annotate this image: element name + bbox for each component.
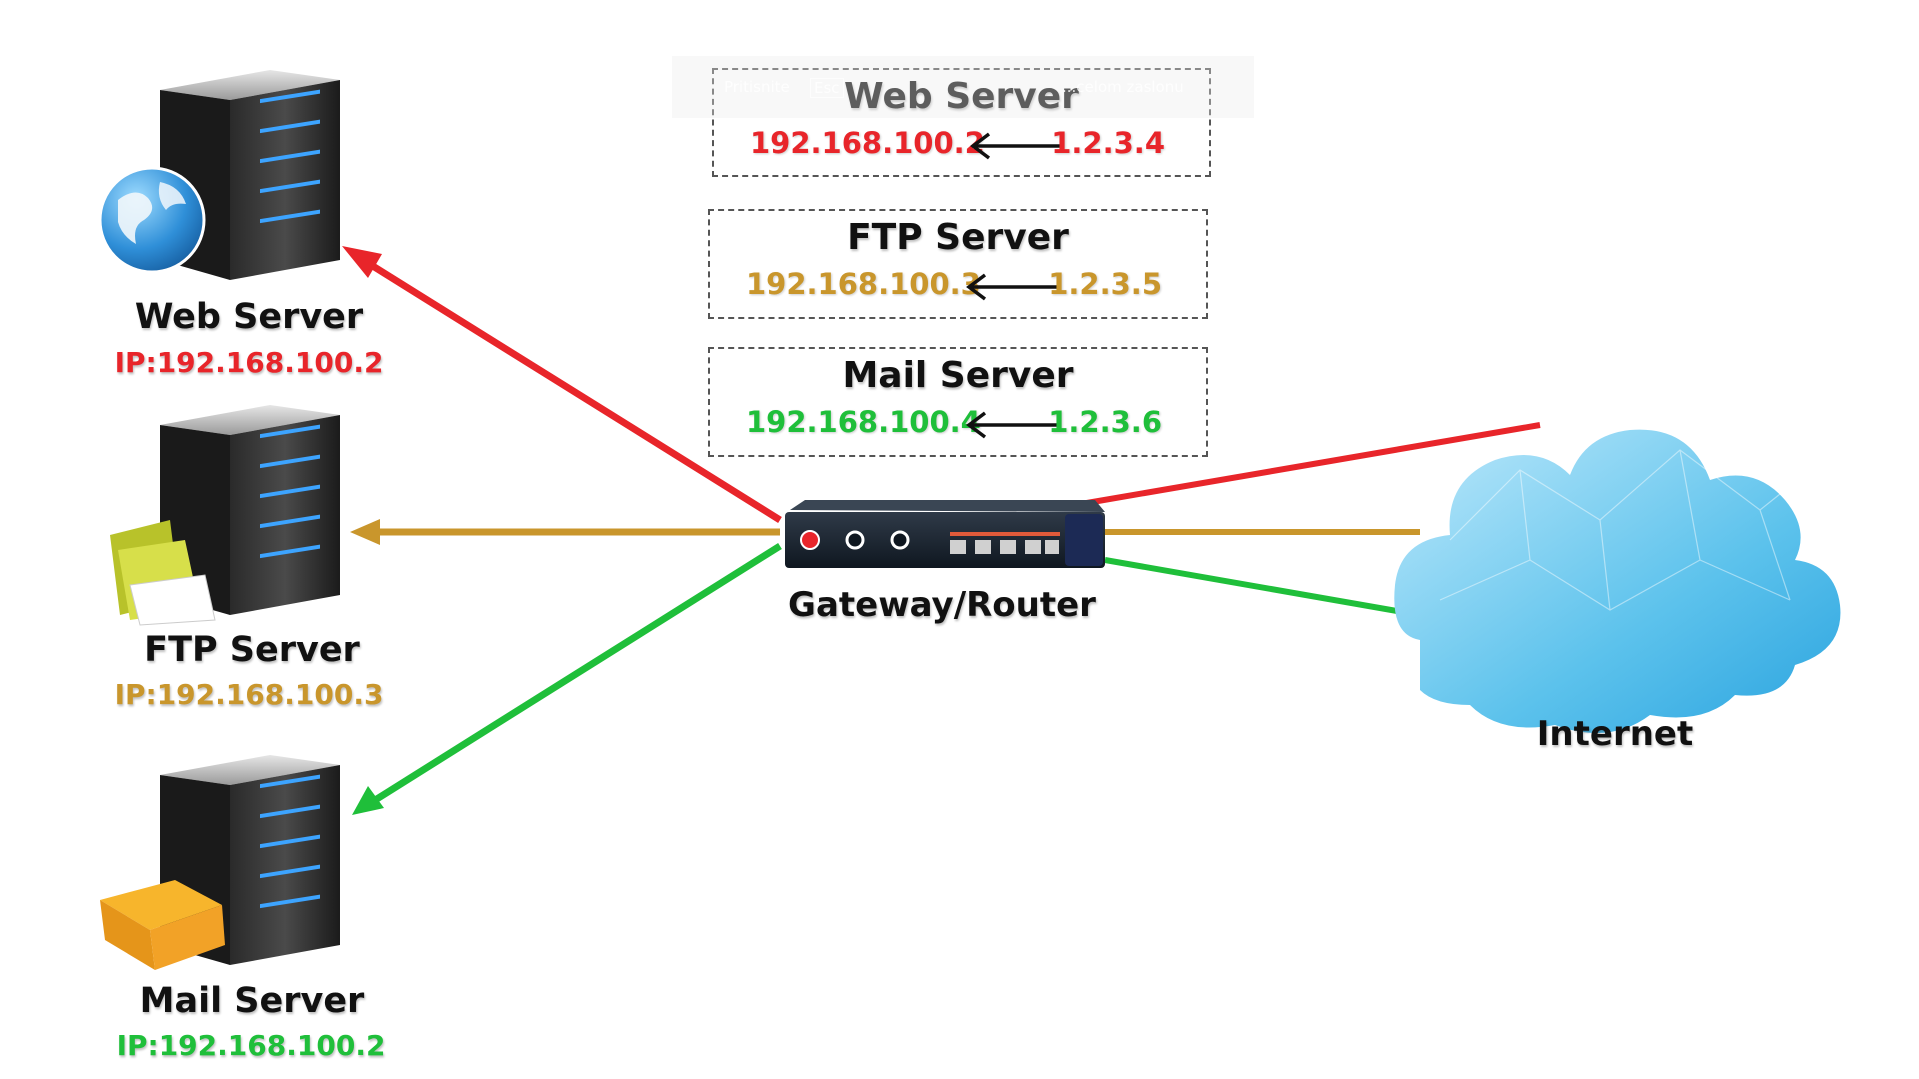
nat-private-ip: 192.168.100.2 bbox=[750, 126, 985, 160]
nat-mapping-title: FTP Server bbox=[847, 217, 1069, 258]
server-web-icon bbox=[160, 70, 340, 280]
arrow-left-icon bbox=[966, 273, 1057, 301]
fullscreen-hint: Pritisnite Esc ...celom zaslonu bbox=[672, 56, 1254, 118]
nat-mapping-title: Web Server bbox=[844, 76, 1079, 117]
router-label: Gateway/Router bbox=[788, 585, 1096, 625]
esc-key: Esc bbox=[810, 78, 844, 98]
server-mail-title: Mail Server bbox=[139, 981, 365, 1021]
link-internet-web bbox=[1074, 422, 1541, 508]
arrow-left-icon bbox=[970, 132, 1061, 160]
nat-private-ip: 192.168.100.4 bbox=[746, 405, 981, 439]
cloud-icon bbox=[1394, 429, 1841, 733]
nat-public-ip: 1.2.3.4 bbox=[1051, 126, 1165, 160]
server-web-ip: IP:192.168.100.2 bbox=[114, 346, 384, 379]
nat-public-ip: 1.2.3.6 bbox=[1048, 405, 1162, 439]
link-internet-mail bbox=[1104, 557, 1421, 618]
globe-icon bbox=[98, 166, 206, 274]
link-router-ftp bbox=[350, 519, 780, 545]
nat-private-ip: 192.168.100.3 bbox=[746, 267, 981, 301]
server-ftp-ip: IP:192.168.100.3 bbox=[114, 678, 384, 711]
nat-public-ip: 1.2.3.5 bbox=[1048, 267, 1162, 301]
nat-mapping-ftp: FTP Server 192.168.100.3 1.2.3.5 bbox=[708, 209, 1208, 319]
server-mail-ip: IP:192.168.100.2 bbox=[116, 1029, 386, 1062]
arrow-left-icon bbox=[966, 411, 1057, 439]
server-ftp-title: FTP Server bbox=[144, 630, 360, 670]
internet-label: Internet bbox=[1536, 714, 1694, 754]
router-icon bbox=[785, 500, 1105, 568]
link-router-web bbox=[342, 246, 782, 523]
fullscreen-hint-text-after: ...celom zaslonu bbox=[1062, 78, 1184, 96]
link-router-mail bbox=[352, 543, 782, 815]
nat-mapping-mail: Mail Server 192.168.100.4 1.2.3.6 bbox=[708, 347, 1208, 457]
folder-icon bbox=[110, 520, 216, 626]
fullscreen-hint-text: Pritisnite bbox=[724, 78, 790, 96]
server-web-title: Web Server bbox=[134, 297, 364, 337]
nat-mapping-web: Web Server 192.168.100.2 1.2.3.4 bbox=[712, 68, 1211, 177]
mail-tray-icon bbox=[100, 880, 225, 970]
nat-mapping-title: Mail Server bbox=[842, 355, 1074, 396]
